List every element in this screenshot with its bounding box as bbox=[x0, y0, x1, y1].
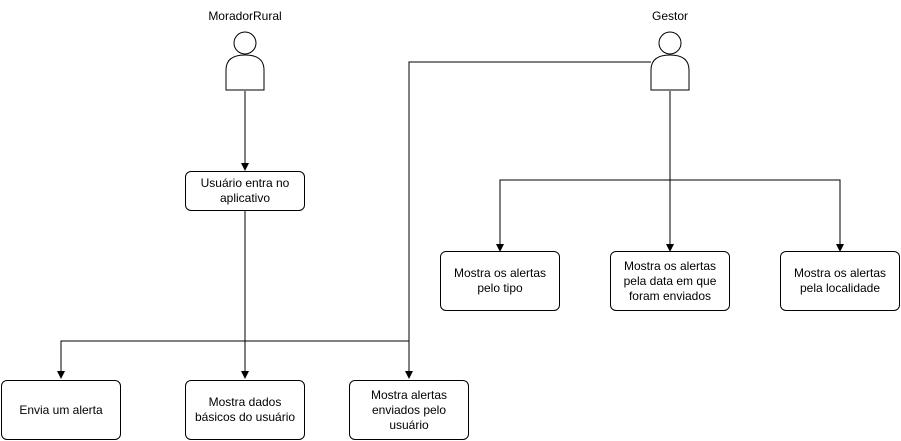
node-alertas-tipo: Mostra os alertas pelo tipo bbox=[440, 251, 560, 311]
node-mostra-alertas-usuario: Mostra alertas enviados pelo usuário bbox=[349, 380, 469, 440]
actor-label-gestor: Gestor bbox=[651, 9, 688, 23]
gestor-actor-icon bbox=[650, 31, 690, 91]
edge-gestor-localidade bbox=[670, 179, 844, 252]
node-alertas-localidade: Mostra os alertas pela localidade bbox=[780, 251, 900, 311]
morador-rural-actor-icon bbox=[225, 31, 265, 91]
node-envia-alerta: Envia um alerta bbox=[1, 380, 121, 440]
edge-gestor-tipo bbox=[496, 179, 670, 252]
node-usuario-entra: Usuário entra no aplicativo bbox=[185, 171, 305, 211]
actor-label-morador: MoradorRural bbox=[208, 9, 282, 23]
edge-gestor-mostra-alertas-usuario bbox=[405, 61, 651, 379]
node-alertas-data: Mostra os alertas pela data em que foram… bbox=[610, 251, 730, 311]
node-mostra-dados: Mostra dados básicos do usuário bbox=[185, 380, 305, 440]
edge-usuario-envia-alerta bbox=[57, 340, 245, 379]
